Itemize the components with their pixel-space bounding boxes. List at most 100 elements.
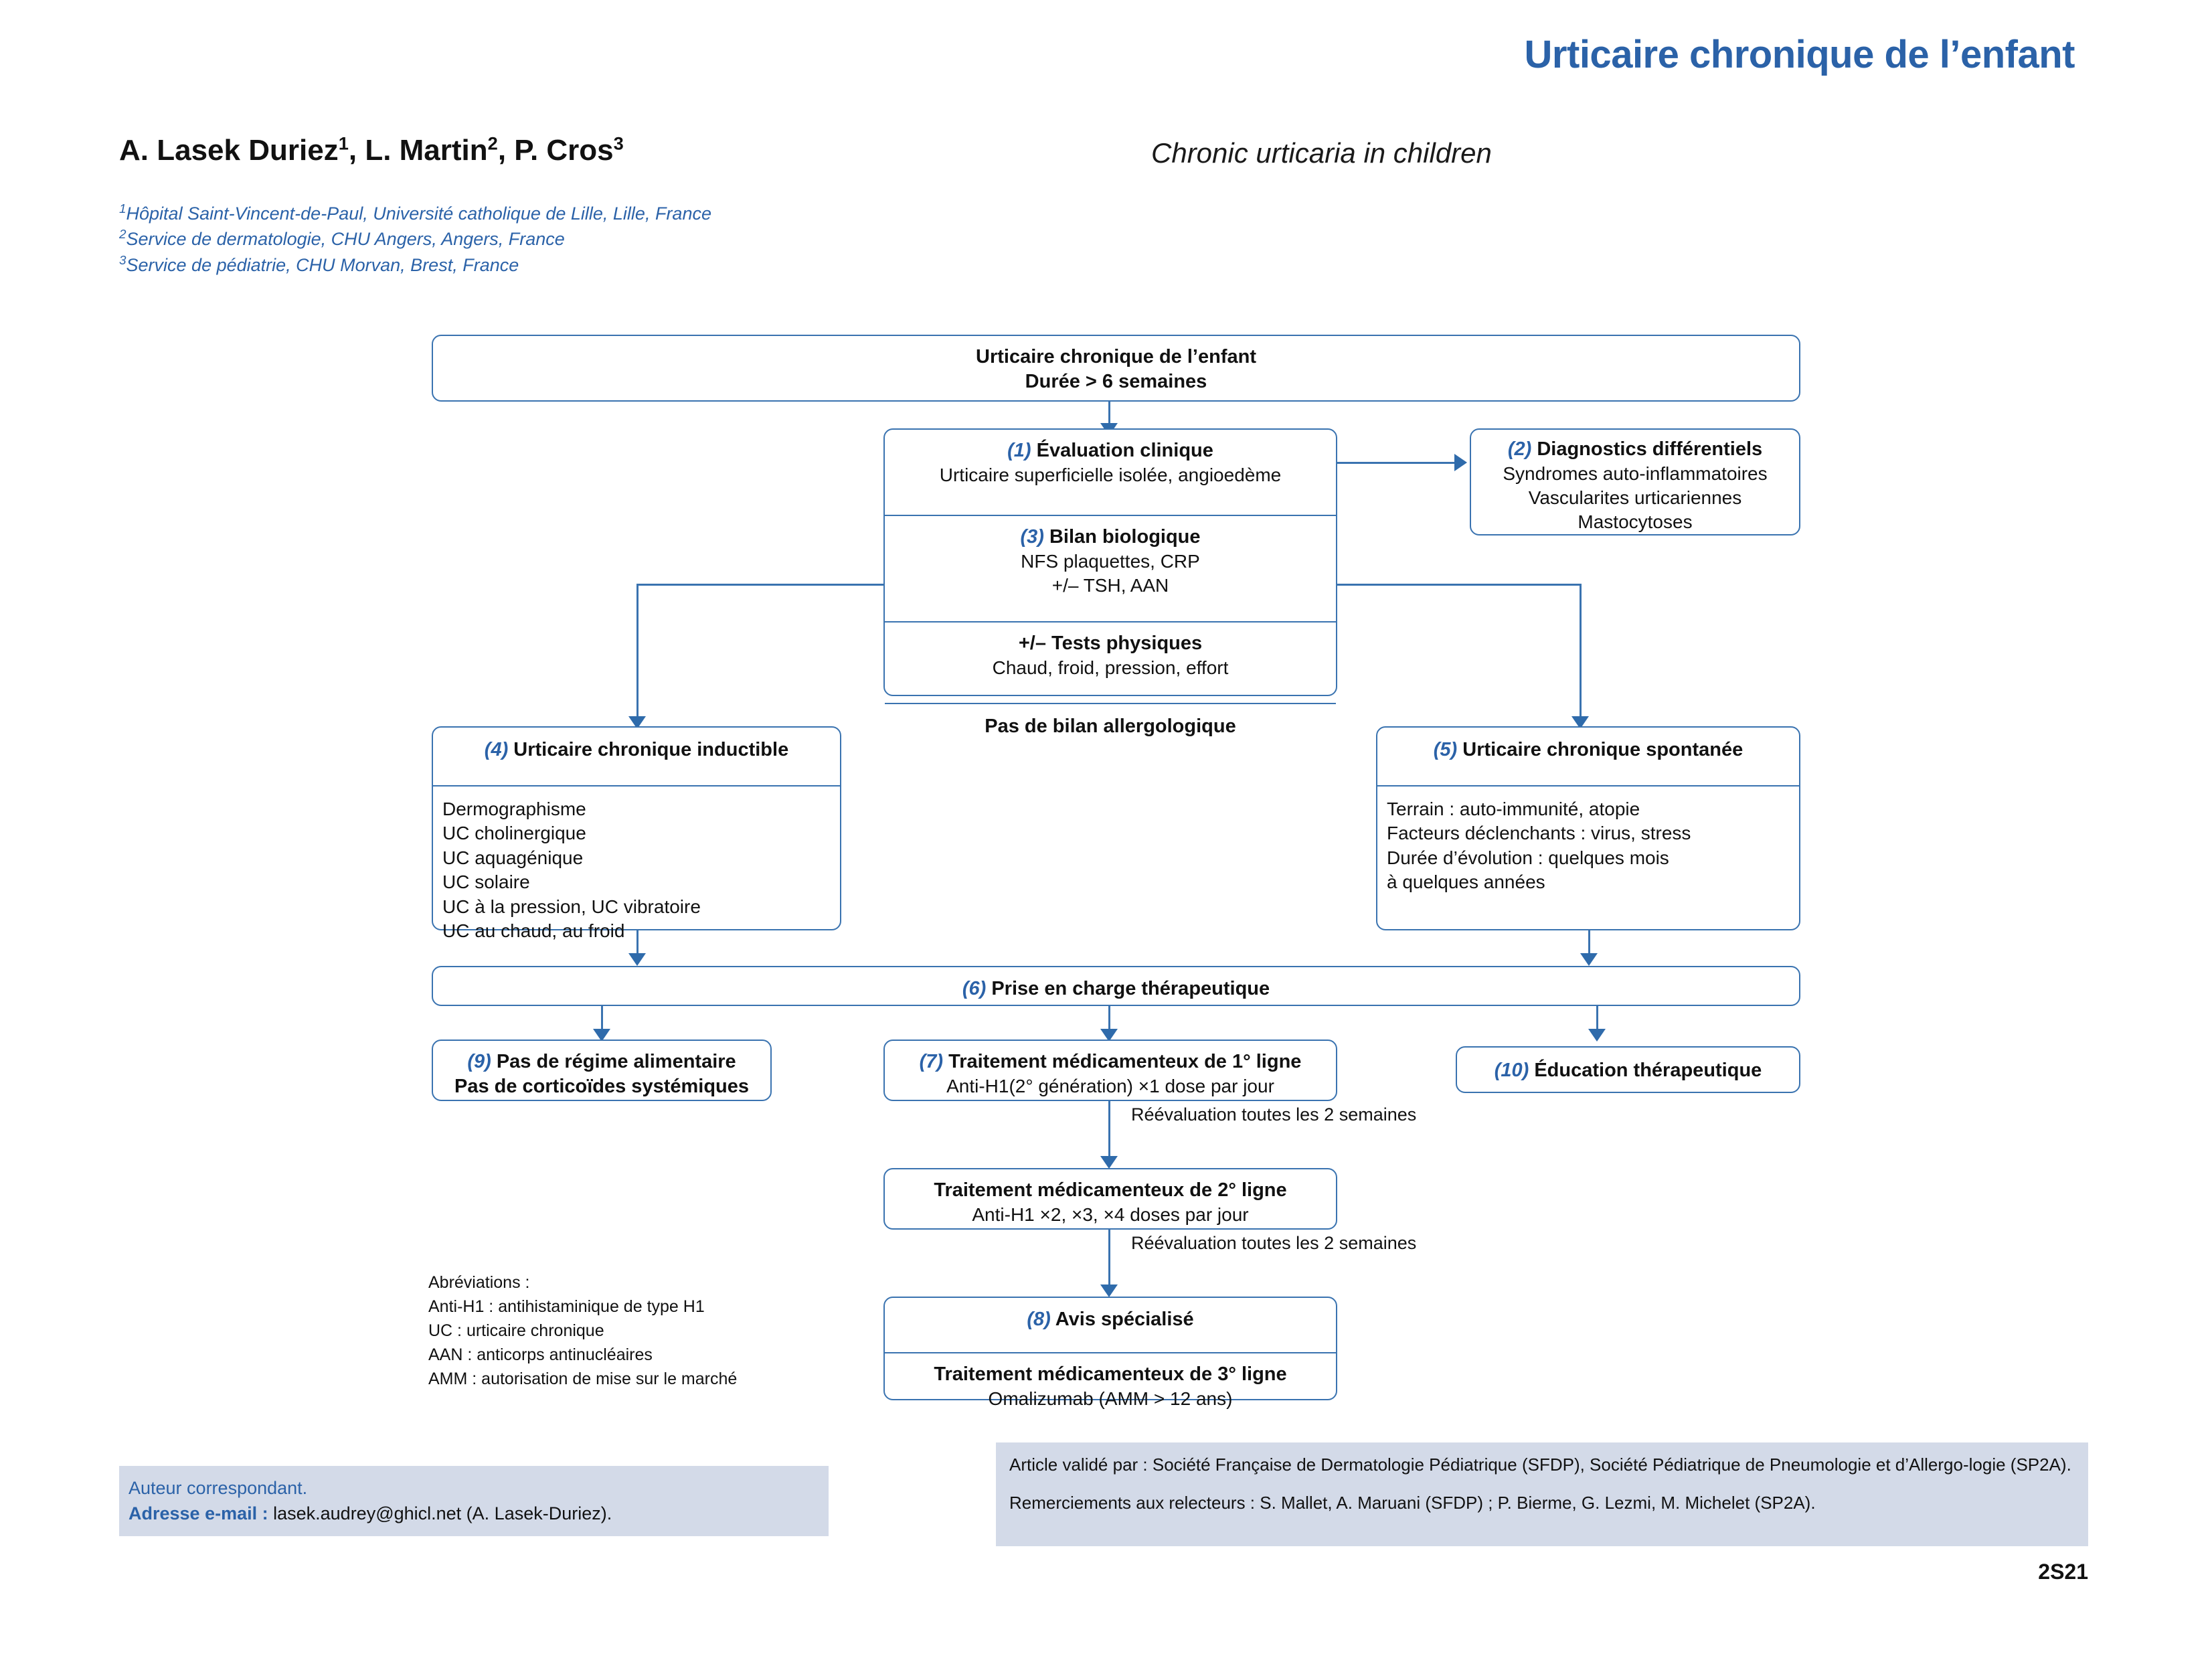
arrow-to-n4 bbox=[628, 716, 646, 729]
node-6-number: (6) bbox=[962, 978, 987, 999]
edge-label-reevaluation-2: Réévaluation toutes les 2 semaines bbox=[1131, 1233, 1417, 1253]
node-9-line1-text: Pas de régime alimentaire bbox=[496, 1051, 736, 1072]
connector-root-to-n1 bbox=[1108, 402, 1110, 426]
list-item: Terrain : auto-immunité, atopie bbox=[1387, 799, 1640, 819]
arrow-n1-to-n2 bbox=[1454, 454, 1467, 471]
node-pas-bilan-title: Pas de bilan allergologique bbox=[985, 716, 1236, 737]
node-8-number: (8) bbox=[1027, 1309, 1051, 1330]
node-10-title: (10) Éducation thérapeutique bbox=[1466, 1058, 1790, 1083]
abbreviation-item: Anti-H1 : antihistaminique de type H1 bbox=[428, 1297, 705, 1316]
connector-2nd-line-to-n8 bbox=[1108, 1230, 1110, 1287]
node-7-title-text: Traitement médicamenteux de 1° ligne bbox=[948, 1051, 1302, 1072]
node-traitement-3e-ligne: Traitement médicamenteux de 3° ligne Oma… bbox=[885, 1352, 1336, 1417]
node-9-line1: (9) Pas de régime alimentaire bbox=[442, 1050, 761, 1074]
node-3-body-2: +/– TSH, AAN bbox=[1051, 574, 1169, 596]
node-2-body-2: Vascularites urticariennes bbox=[1528, 487, 1742, 508]
node-7-title: (7) Traitement médicamenteux de 1° ligne bbox=[894, 1050, 1327, 1074]
page-number: 2S21 bbox=[2038, 1560, 2088, 1584]
affiliation-index-2: 2 bbox=[119, 228, 126, 242]
node-2-title: (2) Diagnostics différentiels bbox=[1480, 437, 1790, 462]
node-7-number: (7) bbox=[919, 1051, 944, 1072]
node-3-title: (3) Bilan biologique bbox=[894, 525, 1327, 550]
connector-n6-to-n10 bbox=[1596, 1006, 1598, 1031]
node-2-number: (2) bbox=[1507, 438, 1532, 460]
list-item: UC aquagénique bbox=[442, 847, 584, 868]
affiliation-index-1: 1 bbox=[119, 202, 126, 216]
node-5-title-text: Urticaire chronique spontanée bbox=[1462, 739, 1743, 760]
node-4-number: (4) bbox=[484, 739, 509, 760]
affiliation-marker-1: 1 bbox=[338, 133, 349, 153]
node-7-traitement-1re-ligne: (7) Traitement médicamenteux de 1° ligne… bbox=[883, 1040, 1337, 1101]
edge-label-reevaluation-1: Réévaluation toutes les 2 semaines bbox=[1131, 1104, 1417, 1125]
connector-n6-to-n7 bbox=[1108, 1006, 1110, 1031]
corresponding-author-email-line: Adresse e-mail : lasek.audrey@ghicl.net … bbox=[129, 1501, 819, 1526]
node-2e-ligne-body: Anti-H1 ×2, ×3, ×4 doses par jour bbox=[972, 1204, 1249, 1225]
connector-central-right-branch bbox=[1336, 584, 1582, 586]
node-5-urticaire-chronique-spontanee: (5) Urticaire chronique spontanée Terrai… bbox=[1376, 726, 1800, 930]
node-5-title: (5) Urticaire chronique spontanée bbox=[1387, 738, 1790, 762]
connector-n4-to-n6 bbox=[636, 930, 639, 956]
affiliation-list: 1Hôpital Saint-Vincent-de-Paul, Universi… bbox=[119, 201, 1056, 278]
arrow-to-n5 bbox=[1571, 716, 1589, 729]
arrow-n7-to-2nd-line bbox=[1100, 1156, 1118, 1169]
node-3-body-1: NFS plaquettes, CRP bbox=[1021, 550, 1200, 572]
node-tests-title: +/– Tests physiques bbox=[1018, 633, 1203, 654]
affiliation-item: 1Hôpital Saint-Vincent-de-Paul, Universi… bbox=[119, 202, 711, 224]
list-item: à quelques années bbox=[1387, 872, 1545, 893]
node-9-pas-de-regime-alimentaire: (9) Pas de régime alimentaire Pas de cor… bbox=[432, 1040, 772, 1101]
node-8-title: (8) Avis spécialisé bbox=[894, 1307, 1327, 1332]
arrow-n6-to-n7 bbox=[1100, 1029, 1118, 1042]
acknowledgements-statement: Remerciements aux relecteurs : S. Mallet… bbox=[1009, 1493, 1816, 1513]
connector-n1-to-n2 bbox=[1337, 462, 1454, 464]
node-root: Urticaire chronique de l’enfant Durée > … bbox=[432, 335, 1800, 402]
arrow-n6-to-n10 bbox=[1588, 1029, 1606, 1042]
list-item: UC à la pression, UC vibratoire bbox=[442, 896, 701, 917]
node-root-line2: Durée > 6 semaines bbox=[1025, 370, 1207, 392]
node-9-number: (9) bbox=[467, 1051, 491, 1072]
node-4-list: Dermographisme UC cholinergique UC aquag… bbox=[433, 785, 840, 949]
connector-left-branch-drop bbox=[636, 584, 639, 719]
node-3e-ligne-title: Traitement médicamenteux de 3° ligne bbox=[934, 1363, 1287, 1385]
node-5-header: (5) Urticaire chronique spontanée bbox=[1377, 728, 1799, 785]
node-2-body-1: Syndromes auto-inflammatoires bbox=[1503, 463, 1768, 484]
node-1-number: (1) bbox=[1007, 440, 1031, 461]
node-4-header: (4) Urticaire chronique inductible bbox=[433, 728, 840, 785]
node-5-list: Terrain : auto-immunité, atopie Facteurs… bbox=[1377, 785, 1799, 901]
node-2-diagnostics-differentiels: (2) Diagnostics différentiels Syndromes … bbox=[1470, 428, 1800, 535]
abbreviations-heading: Abréviations : bbox=[428, 1273, 530, 1292]
node-10-title-text: Éducation thérapeutique bbox=[1534, 1060, 1762, 1081]
node-tests-physiques: +/– Tests physiques Chaud, froid, pressi… bbox=[885, 621, 1336, 703]
email-label: Adresse e-mail : bbox=[129, 1503, 268, 1524]
email-value[interactable]: lasek.audrey@ghicl.net (A. Lasek-Duriez)… bbox=[273, 1503, 612, 1524]
node-2-title-text: Diagnostics différentiels bbox=[1537, 438, 1763, 460]
affiliation-item: 2Service de dermatologie, CHU Angers, An… bbox=[119, 228, 565, 250]
abbreviation-item: AAN : anticorps antinucléaires bbox=[428, 1345, 653, 1364]
abbreviations-block: Abréviations : Anti-H1 : antihistaminiqu… bbox=[428, 1270, 857, 1391]
arrow-n5-to-n6 bbox=[1580, 953, 1598, 966]
list-item: Facteurs déclenchants : virus, stress bbox=[1387, 823, 1691, 844]
node-central-column: (1) Évaluation clinique Urticaire superf… bbox=[883, 428, 1337, 737]
connector-n6-to-n9 bbox=[601, 1006, 603, 1031]
node-7-body: Anti-H1(2° génération) ×1 dose par jour bbox=[946, 1075, 1274, 1096]
node-root-line1: Urticaire chronique de l’enfant bbox=[976, 346, 1256, 367]
page-title: Urticaire chronique de l’enfant bbox=[1524, 33, 2075, 76]
node-8-title-text: Avis spécialisé bbox=[1055, 1309, 1194, 1330]
node-tests-body: Chaud, froid, pression, effort bbox=[992, 657, 1229, 678]
arrow-n6-to-n9 bbox=[593, 1029, 610, 1042]
author-separator-1: , bbox=[348, 133, 365, 167]
list-item: Dermographisme bbox=[442, 799, 586, 819]
arrow-n4-to-n6 bbox=[628, 953, 646, 966]
connector-central-left-branch bbox=[636, 584, 885, 586]
node-4-urticaire-chronique-inductible: (4) Urticaire chronique inductible Dermo… bbox=[432, 726, 841, 941]
node-6-prise-en-charge-therapeutique: (6) Prise en charge thérapeutique bbox=[432, 966, 1800, 1006]
author-separator-2: , bbox=[497, 133, 515, 167]
corresponding-author-footer: Auteur correspondant. Adresse e-mail : l… bbox=[119, 1466, 829, 1536]
arrow-2nd-line-to-n8 bbox=[1100, 1285, 1118, 1297]
node-1-evaluation-clinique: (1) Évaluation clinique Urticaire superf… bbox=[885, 430, 1336, 515]
node-4-title-text: Urticaire chronique inductible bbox=[513, 739, 789, 760]
list-item: UC au chaud, au froid bbox=[442, 920, 625, 941]
node-3-bilan-biologique: (3) Bilan biologique NFS plaquettes, CRP… bbox=[885, 515, 1336, 621]
page-subtitle-english: Chronic urticaria in children bbox=[1151, 137, 1492, 169]
node-6-title-text: Prise en charge thérapeutique bbox=[991, 978, 1270, 999]
list-item: Durée d’évolution : quelques mois bbox=[1387, 847, 1669, 868]
